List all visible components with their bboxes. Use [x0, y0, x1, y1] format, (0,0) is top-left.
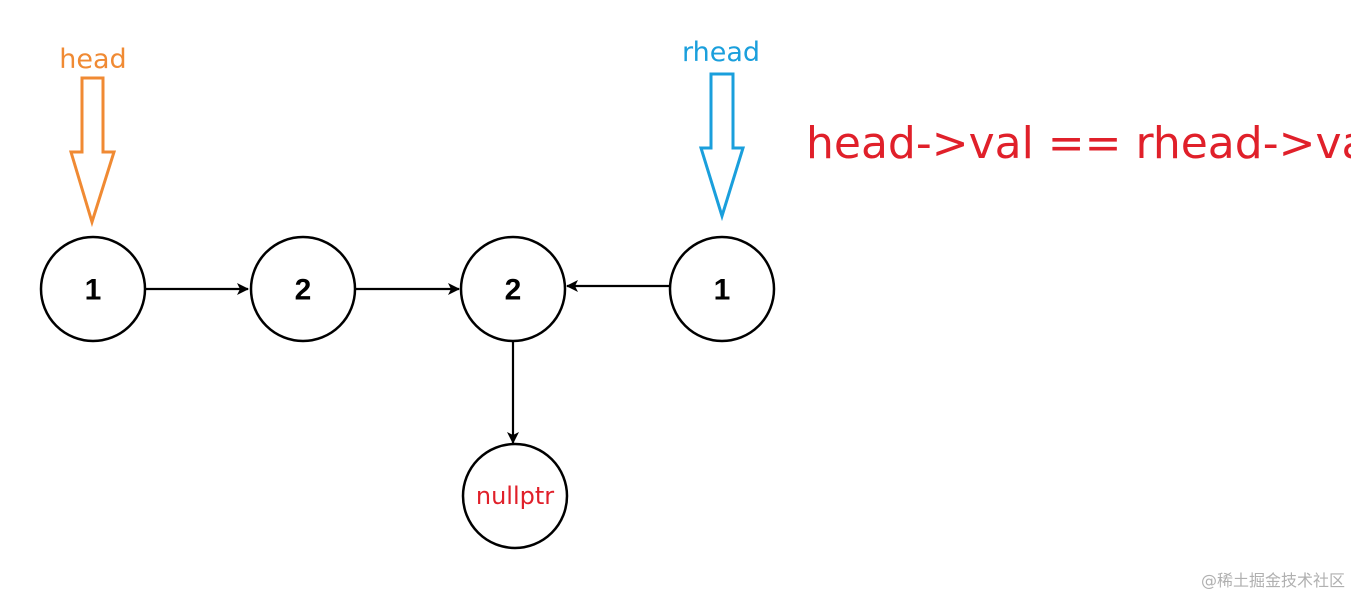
- list-node-3: 2: [459, 235, 567, 343]
- head-pointer-arrow: [68, 76, 117, 228]
- watermark: @稀土掘金技术社区: [1201, 571, 1345, 590]
- node-value: 2: [505, 274, 522, 307]
- nullptr-label: nullptr: [476, 482, 554, 510]
- rhead-pointer-label: rhead: [682, 37, 760, 68]
- node-value: 2: [295, 274, 312, 307]
- node-value: 1: [714, 274, 731, 307]
- list-node-1: 1: [39, 235, 147, 343]
- nullptr-node: nullptr: [461, 442, 569, 550]
- node-value: 1: [85, 274, 102, 307]
- rhead-pointer-arrow: [698, 72, 746, 222]
- list-node-4: 1: [668, 235, 776, 343]
- comparison-equation: head->val == rhead->val: [806, 118, 1351, 169]
- list-node-2: 2: [249, 235, 357, 343]
- head-pointer-label: head: [59, 44, 126, 75]
